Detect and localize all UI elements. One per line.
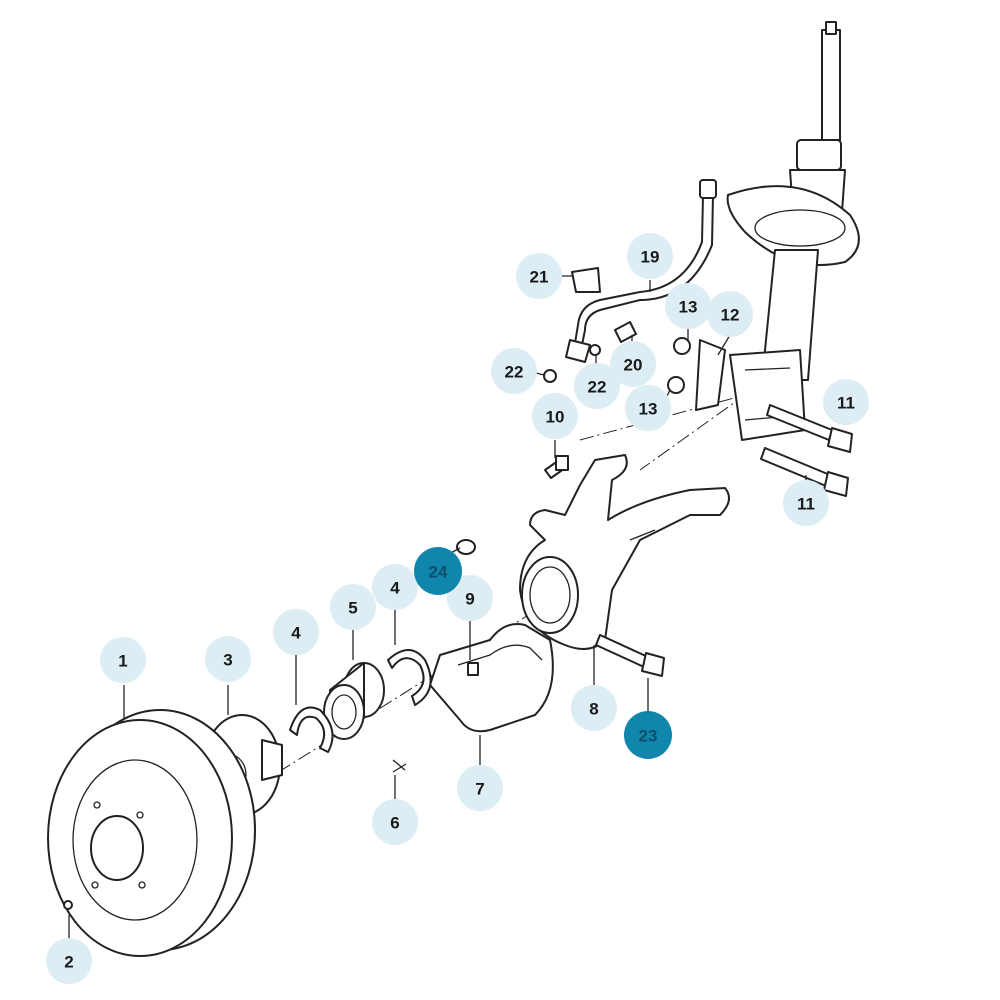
- callout-1[interactable]: 1: [100, 637, 146, 683]
- callout-3-label: 3: [223, 651, 232, 670]
- snap-ring-4-right: [387, 649, 432, 706]
- bolt-11-lower: [760, 447, 849, 497]
- callout-10[interactable]: 10: [532, 393, 578, 439]
- callout-11-upper[interactable]: 11: [823, 379, 869, 425]
- callout-22-right-label: 22: [588, 378, 607, 397]
- callout-12-label: 12: [721, 306, 740, 325]
- bolt-23: [595, 634, 665, 677]
- callout-19[interactable]: 19: [627, 233, 673, 279]
- bolt-10: [544, 455, 569, 479]
- callout-23-label: 23: [639, 727, 658, 746]
- washers-22: [543, 344, 601, 383]
- bolt-9: [467, 662, 479, 676]
- brake-disc: [47, 709, 256, 957]
- callout-4-left-label: 4: [291, 624, 301, 643]
- callout-20-label: 20: [624, 356, 643, 375]
- callout-11-lower-label: 11: [797, 495, 815, 514]
- callout-9-label: 9: [465, 590, 474, 609]
- callout-7[interactable]: 7: [457, 765, 503, 811]
- callout-6[interactable]: 6: [372, 799, 418, 845]
- callout-2-label: 2: [64, 953, 73, 972]
- dust-shield: [429, 623, 554, 733]
- callout-13-lower-label: 13: [639, 400, 658, 419]
- snap-ring-4-left: [289, 706, 334, 753]
- callout-6-label: 6: [390, 814, 399, 833]
- callout-19-label: 19: [641, 248, 660, 267]
- callout-24[interactable]: 24: [414, 547, 462, 595]
- callout-9[interactable]: 9: [447, 575, 493, 621]
- callout-22-left[interactable]: 22: [491, 348, 537, 394]
- callout-10-label: 10: [546, 408, 565, 427]
- callout-4-right-label: 4: [390, 579, 400, 598]
- callout-21-label: 21: [530, 268, 549, 287]
- cotter-pin: [392, 759, 407, 773]
- callout-12[interactable]: 12: [707, 291, 753, 337]
- nuts-13: [667, 337, 691, 394]
- callout-11-upper-label: 11: [837, 394, 855, 413]
- callout-1-label: 1: [118, 652, 127, 671]
- bolt-20: [614, 321, 637, 343]
- callout-4-left[interactable]: 4: [273, 609, 319, 655]
- callout-7-label: 7: [475, 780, 484, 799]
- callout-13-upper-label: 13: [679, 298, 698, 317]
- callout-21[interactable]: 21: [516, 253, 562, 299]
- callout-22-right[interactable]: 22: [574, 363, 620, 409]
- callout-5-label: 5: [348, 599, 357, 618]
- callout-11-lower[interactable]: 11: [783, 480, 829, 526]
- wheel-bearing: [323, 662, 385, 740]
- bolt-11-upper: [766, 404, 853, 453]
- steering-knuckle: [519, 454, 730, 650]
- callout-20[interactable]: 20: [610, 341, 656, 387]
- callout-13-lower[interactable]: 13: [625, 385, 671, 431]
- callout-8-label: 8: [589, 700, 598, 719]
- strut-assembly: [726, 21, 860, 441]
- screw-2: [63, 900, 73, 910]
- callout-22-left-label: 22: [505, 363, 524, 382]
- callout-3[interactable]: 3: [205, 636, 251, 682]
- callout-23[interactable]: 23: [624, 711, 672, 759]
- callout-13-upper[interactable]: 13: [665, 283, 711, 329]
- clip-21: [571, 267, 601, 293]
- callout-8[interactable]: 8: [571, 685, 617, 731]
- bracket-12: [695, 339, 726, 411]
- nut-24: [456, 539, 476, 555]
- callout-24-label: 24: [429, 563, 448, 582]
- callout-4-right[interactable]: 4: [372, 564, 418, 610]
- callout-2[interactable]: 2: [46, 938, 92, 984]
- callout-5[interactable]: 5: [330, 584, 376, 630]
